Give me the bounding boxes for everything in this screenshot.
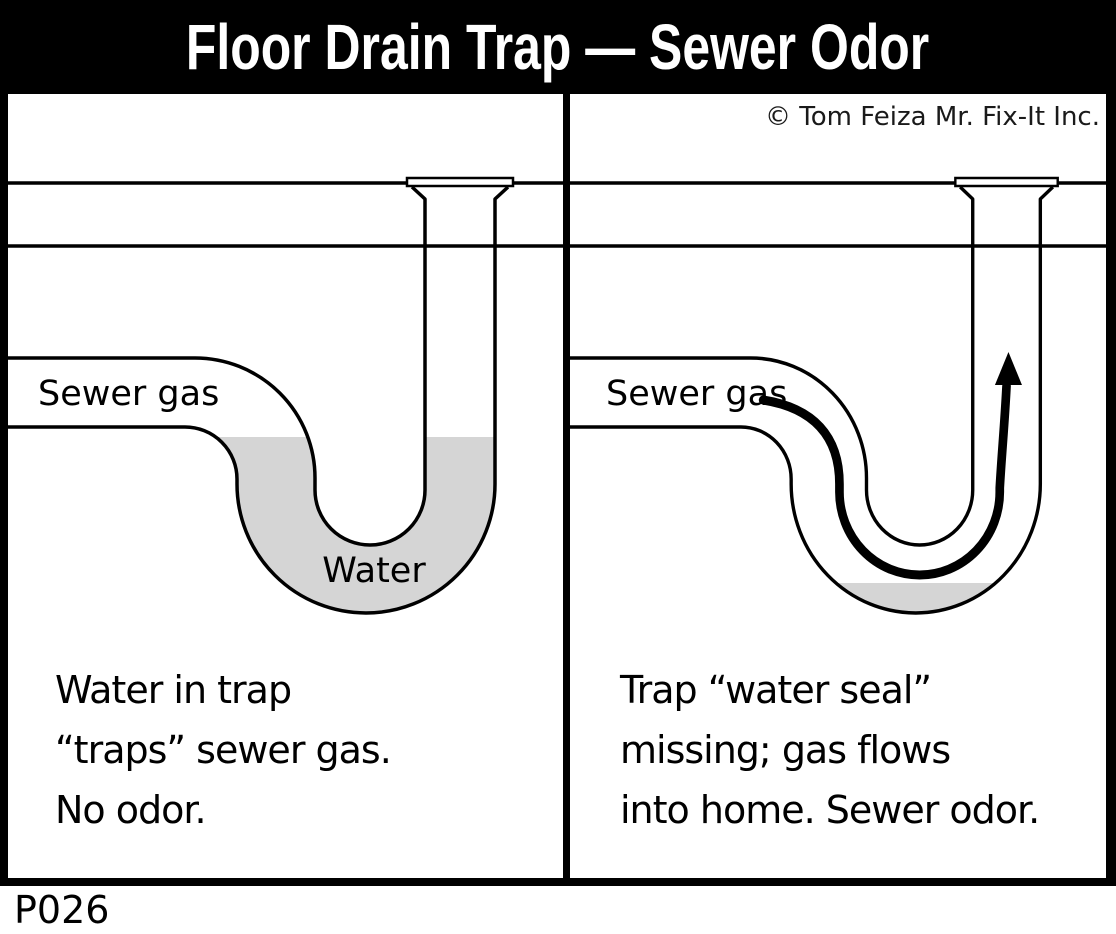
pipe-inner-outline [570,185,975,547]
gas-flow-arrowhead-icon [994,352,1022,385]
caption-line: Trap “water seal” [620,668,932,712]
left-caption: Water in trap “traps” sewer gas. No odor… [55,660,392,840]
right-sewer-gas-label: Sewer gas [606,374,788,414]
caption-line: No odor. [55,788,207,832]
panel-divider [563,94,570,878]
pipe-inner-outline [8,185,427,547]
pipe-outer-outline [570,185,1055,615]
caption-line: Water in trap [55,668,292,712]
border-left [0,94,8,878]
border-right [1106,94,1116,878]
page-title: Floor Drain Trap — Sewer Odor [186,11,930,83]
left-sewer-gas-label: Sewer gas [38,374,220,414]
right-caption: Trap “water seal” missing; gas flows int… [620,660,1040,840]
caption-line: into home. Sewer odor. [620,788,1040,832]
border-bottom [0,878,1116,886]
gas-flow-arrow [758,381,1011,580]
right-panel-diagram [570,176,1106,615]
drain-flange [954,176,1059,188]
water-label: Water [322,551,426,591]
left-panel-diagram [8,176,563,615]
copyright-credit: © Tom Feiza Mr. Fix-It Inc. [765,102,1100,132]
drain-flange [405,176,515,188]
caption-line: missing; gas flows [620,728,951,772]
pipe-outer-outline [8,185,510,615]
caption-line: “traps” sewer gas. [55,728,392,772]
title-banner: Floor Drain Trap — Sewer Odor [0,0,1116,94]
drawing-code: P026 [14,888,110,932]
